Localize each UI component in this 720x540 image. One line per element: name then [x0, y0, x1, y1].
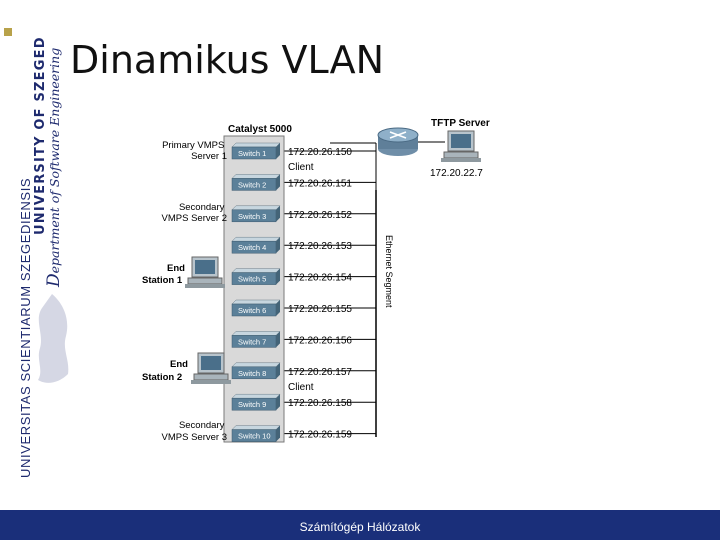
- secondary-vmps-2-line2: VMPS Server 2: [162, 213, 227, 224]
- primary-vmps-label: Primary VMPS Server 1: [162, 140, 227, 162]
- switch-ip-label: 172.20.26.158: [288, 398, 352, 409]
- switch-name-label: Switch 9: [238, 400, 266, 409]
- end-station-1-computer-icon: [185, 256, 225, 288]
- end-station-2-line1: End: [170, 359, 188, 370]
- ethernet-segment-label: Ethernet Segment: [384, 235, 394, 308]
- switch-ip-label: 172.20.26.154: [288, 273, 352, 284]
- secondary-vmps-3-label: Secondary VMPS Server 3: [162, 420, 227, 443]
- title-bullet: [4, 28, 12, 36]
- tftp-server-label: TFTP Server: [431, 118, 490, 129]
- switch-name-label: Switch 2: [238, 180, 266, 189]
- router-icon: [377, 127, 419, 156]
- vlan-network-diagram: Ethernet Segment Catalyst 5000 Switch 1 1…: [142, 118, 490, 443]
- end-station-2-label: End Station 2: [142, 359, 191, 383]
- switch-name-label: Switch 10: [238, 432, 271, 441]
- switch-ip-label: 172.20.26.150: [288, 147, 352, 158]
- switch-name-label: Switch 1: [238, 149, 266, 158]
- switch-ip-label: 172.20.26.156: [288, 335, 352, 346]
- switch-8: Switch 8: [231, 362, 281, 380]
- switch-7: Switch 7: [231, 331, 281, 348]
- switch-name-label: Switch 8: [238, 369, 266, 378]
- secondary-vmps-2-label: Secondary VMPS Server 2: [162, 202, 227, 224]
- switch-name-label: Switch 7: [238, 337, 266, 346]
- switch-ip-label: 172.20.26.159: [288, 430, 352, 441]
- switch-ip-label: 172.20.26.152: [288, 210, 352, 221]
- footer-bar: Számítógép Hálózatok: [0, 510, 720, 540]
- griffin-seal-logo: [38, 294, 69, 383]
- client-label-1: Client: [288, 162, 314, 173]
- primary-vmps-line2: Server 1: [191, 151, 227, 162]
- tftp-server-icon: [441, 130, 481, 162]
- switch-ip-label: 172.20.26.153: [288, 241, 352, 252]
- switch-name-label: Switch 6: [238, 306, 266, 315]
- switch-ip-label: 172.20.26.151: [288, 178, 352, 189]
- department-rest: epartment of Software Engineering: [47, 47, 62, 274]
- client-label-2: Client: [288, 382, 314, 393]
- switch-ip-label: 172.20.26.155: [288, 304, 352, 315]
- tftp-server-ip: 172.20.22.7: [430, 168, 483, 179]
- switch-6: Switch 6: [231, 299, 281, 317]
- switch-4: Switch 4: [231, 236, 281, 254]
- university-branding: UNIVERSITAS SCIENTIARUM SZEGEDIENSIS UNI…: [0, 0, 69, 510]
- primary-vmps-line1: Primary VMPS: [162, 140, 224, 151]
- end-station-1-line2: Station 1: [142, 275, 183, 286]
- switch-3: Switch 3: [231, 205, 281, 223]
- switch-10: Switch 10: [231, 425, 281, 442]
- end-station-2-computer-icon: [191, 352, 231, 384]
- end-station-1-line1: End: [167, 263, 185, 274]
- switch-name-label: Switch 5: [238, 275, 266, 284]
- end-station-1-label: End Station 1: [142, 263, 188, 286]
- switch-name-label: Switch 4: [238, 243, 266, 252]
- switch-name-label: Switch 3: [238, 212, 266, 221]
- switch-2: Switch 2: [231, 174, 281, 191]
- page-title: Dinamikus VLAN: [70, 38, 385, 82]
- secondary-vmps-3-line1: Secondary: [179, 420, 225, 431]
- department-initial: D: [44, 273, 64, 287]
- secondary-vmps-2-line1: Secondary: [179, 202, 225, 213]
- secondary-vmps-3-line2: VMPS Server 3: [162, 432, 227, 443]
- catalyst-label: Catalyst 5000: [228, 124, 292, 135]
- switch-9: Switch 9: [231, 393, 281, 411]
- footer-text: Számítógép Hálózatok: [299, 520, 421, 534]
- switch-5: Switch 5: [231, 268, 281, 285]
- switch-1: Switch 1: [231, 142, 281, 160]
- end-station-2-line2: Station 2: [142, 372, 182, 383]
- department-name: Department of Software Engineering: [44, 48, 64, 287]
- switch-ip-label: 172.20.26.157: [288, 367, 352, 378]
